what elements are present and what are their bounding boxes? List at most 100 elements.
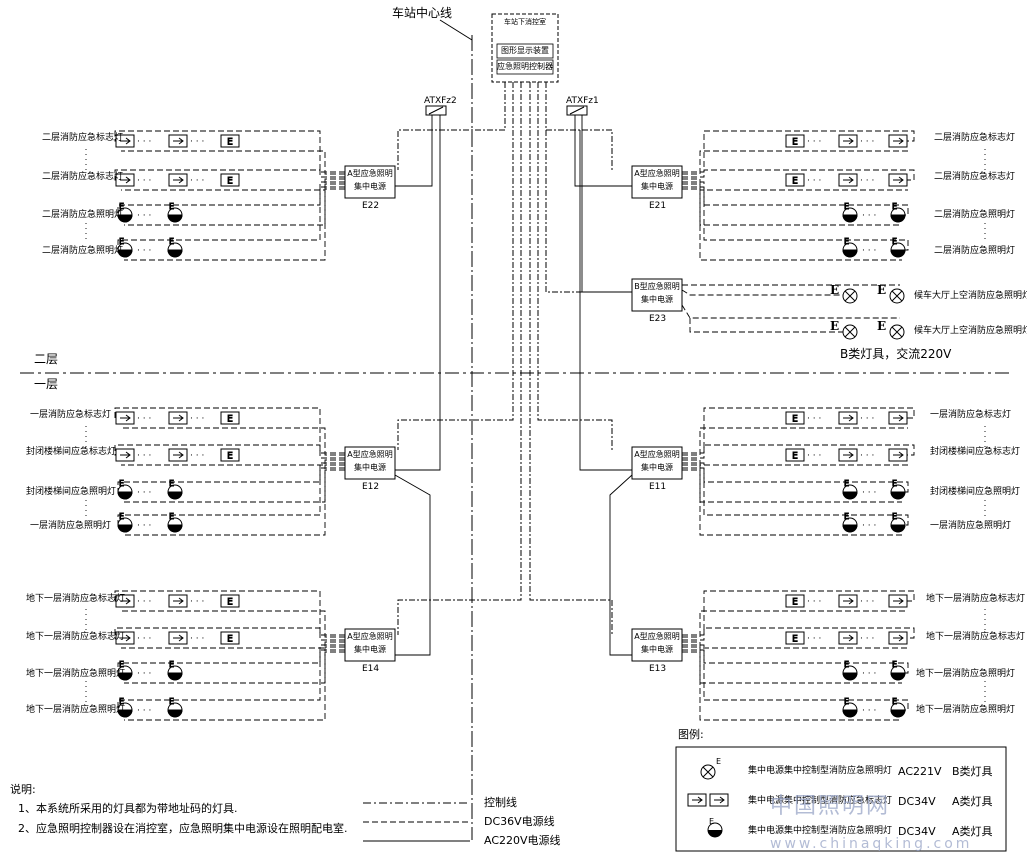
legend-item-1-class: B类灯具 — [952, 765, 993, 778]
direction-sign-icon — [838, 173, 858, 187]
exit-sign-icon — [785, 448, 805, 462]
direction-sign-icon — [168, 448, 188, 462]
ellipsis-mark: · · · — [190, 176, 204, 186]
direction-sign-icon — [168, 594, 188, 608]
atxf-right-label: ATXFz1 — [566, 96, 599, 106]
b-type-light-icon — [889, 324, 905, 340]
left-label: 一层消防应急标志灯 — [30, 410, 112, 420]
direction-sign-icon — [888, 631, 908, 645]
exit-sign-icon — [220, 411, 240, 425]
unit-e22-line1: A型应急照明 — [347, 169, 393, 178]
unit-e14-line2: 集中电源 — [354, 645, 386, 654]
watermark-url: www.chinaqking.com — [770, 836, 973, 852]
unit-e12-id: E12 — [362, 482, 380, 492]
exit-sign-icon — [220, 631, 240, 645]
ellipsis-mark: · · · — [190, 137, 204, 147]
b-type-light-icon — [842, 288, 858, 304]
direction-sign-icon — [168, 173, 188, 187]
ellipsis-mark: · · · — [137, 488, 151, 498]
line-legend-dc: DC36V电源线 — [484, 815, 555, 828]
ellipsis-mark: · · · — [860, 634, 874, 644]
unit-e13-line2: 集中电源 — [641, 645, 673, 654]
atxf-left-label: ATXFz2 — [424, 96, 457, 106]
right-label: 地下一层消防应急照明灯 — [916, 705, 1016, 715]
watermark-cn: 中国照明网 — [770, 794, 891, 819]
unit-e21-line2: 集中电源 — [641, 182, 673, 191]
exit-sign-icon — [785, 594, 805, 608]
direction-sign-icon — [888, 411, 908, 425]
legend-item-1-volt: AC221V — [898, 765, 942, 778]
right-label: 一层消防应急标志灯 — [930, 410, 1012, 420]
unit-e11-line1: A型应急照明 — [634, 450, 680, 459]
ellipsis-mark: · · · — [137, 137, 151, 147]
ellipsis-mark: · · · — [137, 521, 151, 531]
e-marker: E — [877, 319, 886, 333]
note-item-1: 1、本系统所采用的灯具都为带地址码的灯具. — [18, 802, 238, 815]
unit-e12-line1: A型应急照明 — [347, 450, 393, 459]
ellipsis-mark: · · · — [137, 211, 151, 221]
ellipsis-mark: · · · — [807, 597, 821, 607]
legend-sign-icon — [687, 793, 707, 807]
unit-e14-line1: A型应急照明 — [347, 632, 393, 641]
floor-lower-label: 一层 — [34, 377, 59, 391]
right-label: 封闭楼梯间应急照明灯 — [930, 487, 1021, 497]
legend-item-3-class: A类灯具 — [952, 825, 993, 838]
unit-e13-line1: A型应急照明 — [634, 632, 680, 641]
ellipsis-mark: · · · — [860, 597, 874, 607]
right-label: 一层消防应急照明灯 — [930, 521, 1012, 531]
direction-sign-icon — [838, 448, 858, 462]
left-label: 二层消防应急标志灯 — [42, 172, 124, 182]
legend-item-3-volt: DC34V — [898, 825, 936, 838]
left-label: 地下一层消防应急照明灯 — [26, 705, 126, 715]
legend-item-3-text: 集中电源集中控制型消防应急照明灯 — [748, 826, 893, 836]
svg-text:E: E — [716, 757, 721, 766]
ellipsis-mark: · · · — [862, 488, 876, 498]
unit-e14-id: E14 — [362, 664, 380, 674]
ellipsis-mark: · · · — [137, 414, 151, 424]
unit-e21-id: E21 — [649, 201, 667, 211]
ellipsis-mark: · · · — [807, 137, 821, 147]
right-label: 二层消防应急标志灯 — [934, 172, 1016, 182]
ellipsis-mark: · · · — [862, 246, 876, 256]
left-label: 二层消防应急照明灯 — [42, 246, 124, 256]
direction-sign-icon — [168, 631, 188, 645]
exit-sign-icon — [220, 594, 240, 608]
direction-sign-icon — [115, 411, 135, 425]
controller-label: 应急照明控制器 — [497, 62, 553, 71]
direction-sign-icon — [168, 134, 188, 148]
right-label: 候车大厅上空消防应急照明灯 — [914, 326, 1027, 336]
legend-sign-icon-2 — [709, 793, 729, 807]
unit-e12-line2: 集中电源 — [354, 463, 386, 472]
unit-e23-line2: 集中电源 — [641, 295, 673, 304]
ellipsis-mark: · · · — [137, 669, 151, 679]
note-item-2: 2、应急照明控制器设在消控室，应急照明集中电源设在照明配电室. — [18, 822, 348, 835]
direction-sign-icon — [838, 134, 858, 148]
ellipsis-mark: · · · — [190, 414, 204, 424]
left-label: 地下一层消防应急标志灯 — [26, 594, 126, 604]
ellipsis-mark: · · · — [862, 706, 876, 716]
ellipsis-mark: · · · — [190, 451, 204, 461]
right-label: 候车大厅上空消防应急照明灯 — [914, 291, 1027, 301]
ellipsis-mark: · · · — [862, 669, 876, 679]
legend-item-2-class: A类灯具 — [952, 795, 993, 808]
exit-sign-icon — [785, 631, 805, 645]
e-marker: E — [830, 319, 839, 333]
e-marker: E — [877, 283, 886, 297]
ellipsis-mark: · · · — [860, 451, 874, 461]
display-device-label: 图形显示装置 — [501, 46, 549, 55]
right-label: 地下一层消防应急标志灯 — [926, 632, 1026, 642]
ellipsis-mark: · · · — [807, 451, 821, 461]
unit-e11-line2: 集中电源 — [641, 463, 673, 472]
unit-e22-id: E22 — [362, 201, 380, 211]
right-label: 二层消防应急照明灯 — [934, 210, 1016, 220]
legend-title: 图例: — [678, 728, 704, 741]
b-type-light-icon — [889, 288, 905, 304]
ellipsis-mark: · · · — [807, 634, 821, 644]
ellipsis-mark: · · · — [190, 597, 204, 607]
line-legend-control: 控制线 — [484, 796, 517, 809]
direction-sign-icon — [888, 134, 908, 148]
direction-sign-icon — [115, 448, 135, 462]
direction-sign-icon — [838, 631, 858, 645]
ellipsis-mark: · · · — [862, 521, 876, 531]
